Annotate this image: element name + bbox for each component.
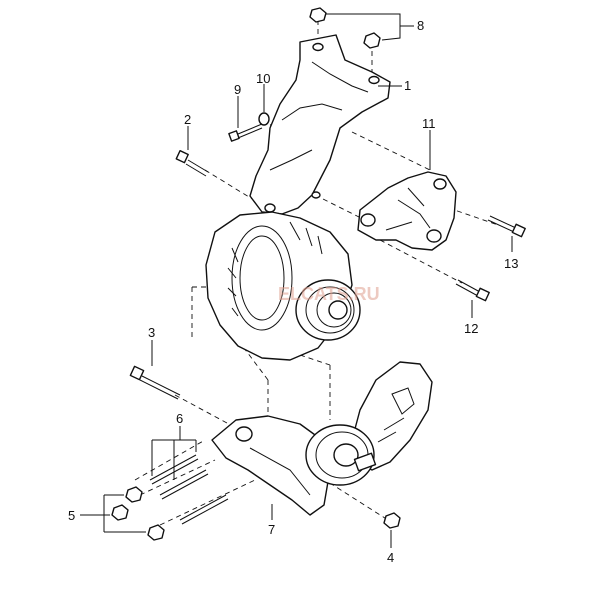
nut-icon <box>111 504 129 521</box>
nut-icon <box>125 486 143 503</box>
callout-1: 1 <box>404 78 411 93</box>
watermark: ELCATS.RU <box>278 284 380 304</box>
stud-icon <box>159 469 209 500</box>
callout-10: 10 <box>256 71 270 86</box>
alternator <box>205 211 361 361</box>
callouts: 1 2 3 4 5 6 7 8 9 10 11 12 13 <box>68 18 518 565</box>
mounting-bracket <box>249 34 391 215</box>
callout-8: 8 <box>417 18 424 33</box>
belt-tensioner <box>305 361 433 486</box>
washer-icon <box>258 112 270 126</box>
fasteners <box>111 7 526 541</box>
callout-3: 3 <box>148 325 155 340</box>
leader-lines <box>80 13 513 548</box>
nut-icon <box>363 32 381 49</box>
lower-bracket <box>211 415 331 516</box>
bolt-icon <box>228 123 263 142</box>
bolt-icon <box>175 149 209 177</box>
callout-6: 6 <box>176 411 183 426</box>
stud-icon <box>179 494 229 525</box>
callout-4: 4 <box>387 550 394 565</box>
stud-icon <box>149 454 199 485</box>
callout-5: 5 <box>68 508 75 523</box>
callout-7: 7 <box>268 522 275 537</box>
bolt-icon <box>455 279 490 302</box>
bolt-icon <box>129 365 181 400</box>
nut-icon <box>309 7 327 23</box>
callout-2: 2 <box>184 112 191 127</box>
callout-13: 13 <box>504 256 518 271</box>
bolt-icon <box>487 215 526 238</box>
callout-11: 11 <box>422 116 436 131</box>
nut-icon <box>147 524 165 541</box>
nut-icon <box>383 512 401 529</box>
callout-9: 9 <box>234 82 241 97</box>
callout-12: 12 <box>464 321 478 336</box>
tensioner-support-bracket <box>357 171 457 251</box>
